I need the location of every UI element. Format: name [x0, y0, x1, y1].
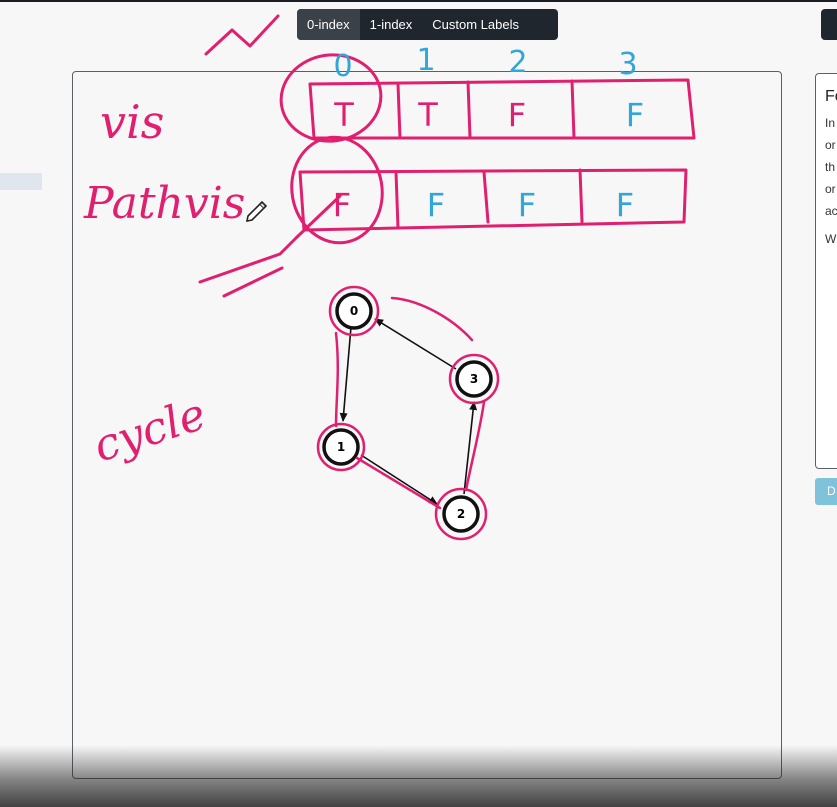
index-label-0: 0 [333, 49, 352, 84]
vis-cell-1: T [417, 96, 438, 134]
window-top-border [0, 0, 837, 2]
index-label-2: 2 [508, 45, 527, 80]
pathvis-cell-3: F [616, 186, 634, 224]
panel-text-line: or [825, 138, 836, 152]
tick-marks [198, 14, 342, 298]
pathvis-cell-0: F [333, 186, 351, 224]
zero-index-button[interactable]: 0-index [297, 9, 360, 40]
graph-node[interactable]: 3 [455, 360, 493, 398]
graph-canvas[interactable] [72, 71, 782, 779]
index-label-1: 1 [416, 43, 435, 78]
cycle-highlight [316, 285, 500, 541]
edge-0-1[interactable] [339, 326, 352, 422]
panel-action-button[interactable]: D [815, 478, 837, 505]
graph-node[interactable]: 0 [335, 292, 373, 330]
graph-node[interactable]: 2 [442, 495, 480, 533]
one-index-button[interactable]: 1-index [369, 17, 413, 32]
vis-label: vis [100, 95, 164, 149]
graph-node[interactable]: 1 [322, 428, 360, 466]
node-label: 3 [470, 372, 478, 386]
node-label: 1 [337, 440, 345, 454]
panel-text-w: W [825, 232, 837, 246]
pathvis-label: Pathvis [83, 178, 245, 229]
pathvis-array-drawing [290, 135, 688, 245]
index-label-3: 3 [618, 47, 637, 82]
panel-title: Fo [825, 88, 837, 105]
vis-cell-3: F [626, 96, 644, 134]
panel-text-line: ac [825, 204, 837, 218]
panel-text-line: th [825, 160, 836, 174]
top-right-button[interactable] [821, 9, 837, 40]
pencil-cursor-icon [244, 196, 270, 227]
panel-text-line: or [825, 182, 836, 196]
node-label: 2 [457, 507, 465, 521]
edge-3-0[interactable] [374, 318, 457, 370]
vis-cell-2: F [508, 96, 526, 134]
node-label: 0 [350, 304, 358, 318]
info-panel: Fo In or th or ac W [815, 73, 837, 469]
sidebar-selected-item[interactable] [0, 173, 42, 190]
edge-1-2[interactable] [360, 454, 438, 505]
pathvis-cell-2: F [518, 186, 536, 224]
index-mode-toggle: 0-index 1-index Custom Labels [297, 9, 558, 40]
cycle-label: cycle [88, 389, 212, 473]
edge-2-3[interactable] [463, 401, 478, 495]
panel-text-line: In [825, 116, 836, 130]
pathvis-cell-1: F [427, 186, 445, 224]
vis-array-drawing [279, 53, 696, 143]
vis-cell-0: T [333, 96, 354, 134]
custom-labels-button[interactable]: Custom Labels [432, 17, 519, 32]
